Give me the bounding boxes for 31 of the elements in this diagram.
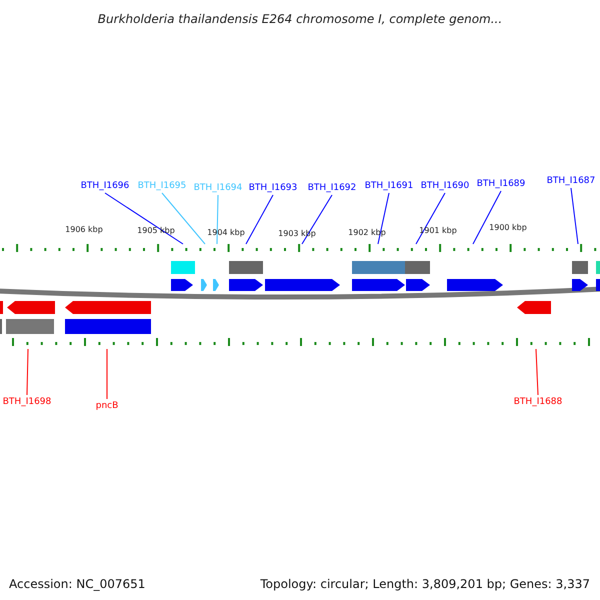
leader-line [472, 190, 502, 244]
gene-label: BTH_I1692 [306, 182, 358, 194]
gene-label: BTH_I1693 [248, 182, 298, 194]
gene-label: pncB [94, 400, 120, 412]
leader-line [216, 194, 218, 244]
scale-label: 1905 kbp [137, 226, 175, 236]
leader-line [570, 188, 578, 244]
leader-line [106, 348, 108, 400]
title: Burkholderia thailandensis E264 chromosome I, complete genom... [96, 11, 504, 28]
scale-label: 1906 kbp [65, 225, 103, 235]
scale-label: 1900 kbp [489, 223, 527, 233]
leader-line [302, 194, 332, 244]
gene-label: BTH_I1690 [420, 180, 470, 192]
genome-info-text: Topology: circular; Length: 3,809,201 bp; Genes: 3,337 [260, 576, 590, 593]
gene-label: BTH_I1694 [192, 182, 244, 194]
gene-label: BTH_I1696 [80, 180, 130, 192]
leader-line [416, 192, 446, 244]
scale-ruler [2, 244, 596, 252]
leader-line [536, 348, 538, 396]
gene-label: BTH_I1698 [2, 396, 52, 408]
gene-label: BTH_I1688 [512, 396, 564, 408]
accession-text: Accession: NC_007651 [9, 576, 146, 593]
gene-label: BTH_I1691 [364, 180, 414, 192]
leader-line [246, 194, 274, 244]
leader-line [162, 192, 206, 244]
leader-line [26, 348, 28, 396]
leader-line [104, 192, 184, 244]
gene-label: BTH_I1695 [136, 180, 188, 192]
gene-label: BTH_I1689 [476, 178, 526, 190]
gene-label: BTH_I1687 [546, 175, 596, 187]
scale-ruler [12, 338, 590, 346]
